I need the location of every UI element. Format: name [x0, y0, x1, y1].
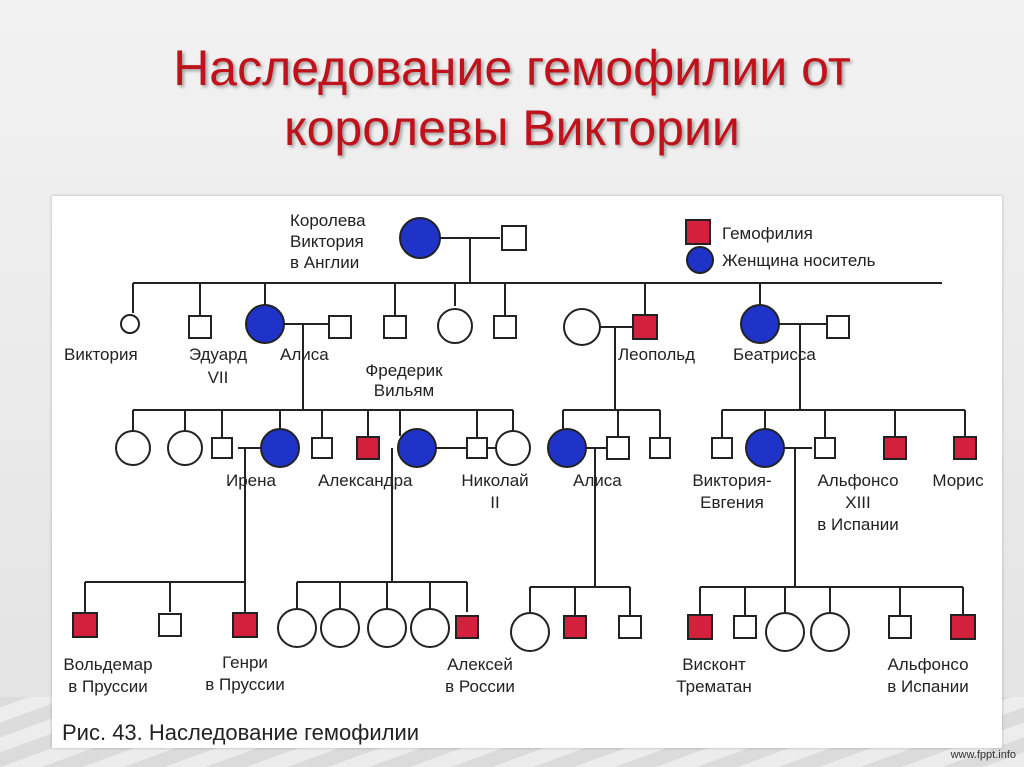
grandchild-11-male [649, 437, 671, 459]
legend: Гемофилия Женщина носитель [685, 219, 876, 274]
label-victoria-queen-2: Виктория [290, 232, 364, 251]
label-moris: Морис [932, 471, 984, 490]
great-grandchild-9-male [888, 615, 912, 639]
credit-text: www.fppt.info [950, 749, 1016, 761]
alfonso-xiii-male [814, 437, 836, 459]
leopold-male [632, 314, 658, 340]
label-alfonso13-2: XIII [845, 493, 871, 512]
grandson-hemophilia-2-male [883, 436, 907, 460]
queen-victoria-female [399, 217, 441, 259]
label-victoria-queen-3: в Англии [290, 253, 359, 272]
label-genri-1: Генри [222, 653, 268, 672]
great-grandchild-8-male [733, 615, 757, 639]
son-6-male [493, 315, 517, 339]
legend-hemophilia-label: Гемофилия [722, 224, 813, 243]
label-eduard-2: VII [208, 368, 229, 387]
pedigree-lines [84, 237, 966, 615]
eduard-vii-male [188, 315, 212, 339]
alisa-granddaughter-female [547, 428, 587, 468]
victoria-daughter-female [120, 314, 140, 334]
legend-carrier-label: Женщина носитель [722, 251, 876, 270]
alisa-daughter-female [245, 304, 285, 344]
great-granddaughter-4-female [410, 608, 450, 648]
label-frederik-2: Вильям [374, 381, 435, 400]
great-grandchild-2-male [158, 613, 182, 637]
label-viktoria-evgenia-1: Виктория- [692, 471, 771, 490]
label-aleksei-2: в России [445, 677, 515, 696]
grandchild-1-female [115, 430, 151, 466]
label-nikolai-1: Николай [461, 471, 528, 490]
irena-female [260, 428, 300, 468]
viktoria-evgenia-female [745, 428, 785, 468]
label-nikolai-2: II [490, 493, 499, 512]
aleksei-male [455, 615, 479, 639]
leopold-wife-female [563, 308, 601, 346]
label-leopold: Леопольд [618, 345, 695, 364]
aleksandra-female [397, 428, 437, 468]
label-viskont-1: Висконт [682, 655, 746, 674]
label-frederik-1: Фредерик [365, 361, 443, 380]
label-victoria-daughter: Виктория [64, 345, 138, 364]
great-granddaughter-5-female [510, 612, 550, 652]
label-voldemar-2: в Пруссии [68, 677, 148, 696]
label-eduard-1: Эдуард [189, 345, 247, 364]
figure-caption: Рис. 43. Наследование гемофилии [62, 720, 419, 745]
label-viktoria-evgenia-2: Евгения [700, 493, 764, 512]
irena-husband-male [211, 437, 233, 459]
moris-male [953, 436, 977, 460]
label-alfonso-sp-2: в Испании [887, 677, 969, 696]
beatrissa-husband-male [826, 315, 850, 339]
label-alfonso-sp-1: Альфонсо [887, 655, 968, 674]
title-line-2: королевы Виктории [284, 100, 740, 156]
grandchild-12-male [711, 437, 733, 459]
label-beatrissa: Беатрисса [733, 345, 816, 364]
daughter-5-female [437, 308, 473, 344]
great-grandchild-6-male [618, 615, 642, 639]
great-granddaughter-7-female [810, 612, 850, 652]
label-alfonso13-1: Альфонсо [817, 471, 898, 490]
label-viskont-2: Трематан [676, 677, 752, 696]
label-alisa1: Алиса [280, 345, 329, 364]
label-genri-2: в Пруссии [205, 675, 285, 694]
pedigree-panel [52, 196, 1002, 748]
great-granddaughter-6-female [765, 612, 805, 652]
legend-carrier-circle [686, 246, 714, 274]
slide-title: Наследование гемофилии от королевы Викто… [0, 38, 1024, 158]
label-voldemar-1: Вольдемар [63, 655, 152, 674]
grandchild-10-male [606, 436, 630, 460]
alisa-husband-male [328, 315, 352, 339]
legend-hemophilia-square [685, 219, 711, 245]
genri-male [232, 612, 258, 638]
grandchild-7-male [466, 437, 488, 459]
label-irena: Ирена [226, 471, 277, 490]
prince-albert-male [501, 225, 527, 251]
grandson-hemophilia-male [356, 436, 380, 460]
beatrissa-female [740, 304, 780, 344]
grandchild-2-female [167, 430, 203, 466]
voldemar-male [72, 612, 98, 638]
grandchild-4-male [311, 437, 333, 459]
great-granddaughter-2-female [320, 608, 360, 648]
nikolai-ii-female [495, 430, 531, 466]
title-line-1: Наследование гемофилии от [173, 40, 851, 96]
viskont-male [687, 614, 713, 640]
great-granddaughter-3-female [367, 608, 407, 648]
label-aleksei-1: Алексей [447, 655, 513, 674]
alfonso-spain-male [950, 614, 976, 640]
son-4-male [383, 315, 407, 339]
great-granddaughter-1-female [277, 608, 317, 648]
pedigree-symbols [72, 217, 977, 652]
label-aleksandra: Александра [318, 471, 413, 490]
great-grandson-hemophilia-male [563, 615, 587, 639]
label-alfonso13-3: в Испании [817, 515, 899, 534]
label-victoria-queen-1: Королева [290, 211, 366, 230]
label-alisa2: Алиса [573, 471, 622, 490]
